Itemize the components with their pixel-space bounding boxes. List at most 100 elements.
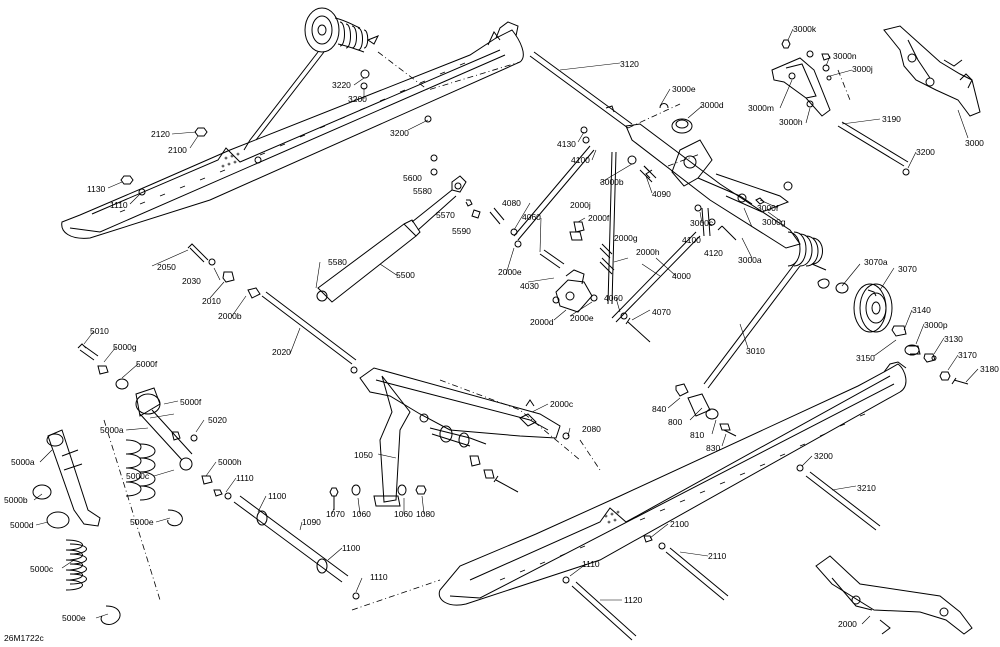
shock-5000a-assembly: [77, 343, 213, 527]
callout-label: 2120: [151, 129, 170, 139]
front-arm-assembly-2000: [815, 555, 973, 635]
callout-label: 2000e: [498, 267, 522, 277]
callout-label: 4060: [522, 212, 541, 222]
callout-label: 3000k: [793, 24, 817, 34]
callout-label: 5500: [396, 270, 415, 280]
callout-label: 3200: [390, 128, 409, 138]
dashed-guide-lines: [103, 51, 851, 611]
callout-label: 3000h: [779, 117, 803, 127]
callout-label: 2000f: [588, 213, 610, 223]
callout-label: 3000f: [757, 203, 779, 213]
shaft-1090: [213, 489, 360, 600]
callout-label: 2100: [670, 519, 689, 529]
callout-label: 1110: [370, 572, 388, 582]
callout-label: 2010: [202, 296, 221, 306]
callout-label: 3000p: [924, 320, 948, 330]
callout-label: 3000e: [672, 84, 696, 94]
callout-label: 3000m: [748, 103, 774, 113]
callout-label: 4100: [571, 155, 590, 165]
callout-label: 2100: [168, 145, 187, 155]
callout-label: 5000e: [62, 613, 86, 623]
callout-label: 3010: [746, 346, 765, 356]
callout-label: 3220: [332, 80, 351, 90]
callout-label: 2000d: [530, 317, 554, 327]
callout-label: 1100: [268, 491, 287, 501]
callout-label: 2110: [708, 551, 727, 561]
callout-label: 3150: [856, 353, 875, 363]
rod-2020: [261, 291, 358, 374]
callout-label: 3200: [916, 147, 935, 157]
callout-label: 1110: [582, 559, 600, 569]
callout-label: 3000a: [738, 255, 762, 265]
callout-label: 5000e: [130, 517, 154, 527]
callout-label: 2000e: [570, 313, 594, 323]
callout-label: 1130: [87, 184, 106, 194]
callout-label: 1080: [416, 509, 435, 519]
callout-label: 5600: [403, 173, 422, 183]
callout-label: 5010: [90, 326, 109, 336]
callout-label: 1060: [352, 509, 371, 519]
shock-absorber-5500: [316, 154, 481, 303]
callout-label: 3200: [814, 451, 833, 461]
spacers-3140-3180: [891, 325, 969, 385]
callout-label: 4070: [652, 307, 671, 317]
callout-label: 3170: [958, 350, 977, 360]
callout-label: 3000c: [690, 218, 714, 228]
callout-label: 5020: [208, 415, 227, 425]
callout-label: 3000g: [762, 217, 786, 227]
callout-label: 5000a: [11, 457, 35, 467]
upper-left-rear-idler-wheel: [243, 7, 380, 151]
callout-label: 5000a: [100, 425, 124, 435]
callout-label: 2000: [838, 619, 857, 629]
idler-wheel-3070: [835, 282, 893, 333]
callout-label: 5000g: [113, 342, 137, 352]
callout-label: 3180: [980, 364, 999, 374]
callout-label: 5000h: [218, 457, 242, 467]
callout-label: 3000j: [852, 64, 873, 74]
callout-label: 3070: [898, 264, 917, 274]
callout-label: 2000b: [218, 311, 242, 321]
callout-label: 1120: [624, 595, 643, 605]
callout-label: 4120: [704, 248, 723, 258]
callout-label: 5000b: [4, 495, 28, 505]
callout-label: 3210: [857, 483, 876, 493]
callout-label: 5570: [436, 210, 455, 220]
callout-label: 2000j: [570, 200, 591, 210]
callout-label: 1110: [110, 200, 128, 210]
callout-label: 4080: [502, 198, 521, 208]
rear-arm-assembly-3000: [883, 25, 981, 117]
callout-label: 3000d: [700, 100, 724, 110]
callout-label: 5000f: [180, 397, 202, 407]
callout-label: 5580: [328, 257, 347, 267]
callout-label: 3120: [620, 59, 639, 69]
callout-label: 3000b: [600, 177, 624, 187]
callout-label: 840: [652, 404, 667, 414]
callout-label: 5000f: [136, 359, 158, 369]
washers-1060-1080: [329, 484, 427, 510]
rod-3120: [529, 51, 633, 129]
callout-label: 2050: [157, 262, 176, 272]
callout-label: 3130: [944, 334, 963, 344]
callout-label: 2020: [272, 347, 291, 357]
callout-label: 4000: [672, 271, 691, 281]
callout-label: 1090: [302, 517, 321, 527]
shock-body-5000a-left: [32, 429, 121, 625]
callout-leader-lines: [33, 28, 979, 625]
upper-left-slide-rail: [61, 21, 524, 239]
callout-label: 3140: [912, 305, 931, 315]
callout-label: 3200: [348, 94, 367, 104]
rear-fasteners-2050-2010: [187, 243, 261, 299]
callout-label: 5000c: [30, 564, 54, 574]
callout-label: 3070a: [864, 257, 888, 267]
callout-label: 5590: [452, 226, 471, 236]
link-rods-4000-4100: [513, 126, 737, 323]
callout-label: 3000: [965, 138, 984, 148]
callout-label: 3000n: [833, 51, 857, 61]
bracket-2000d: [489, 207, 651, 343]
torsion-spring-3000a: [703, 231, 830, 389]
upper-left-fasteners: [120, 69, 432, 196]
callout-label: 1060: [394, 509, 413, 519]
bumpers-800-840: [675, 383, 737, 437]
callout-label: 4090: [652, 189, 671, 199]
